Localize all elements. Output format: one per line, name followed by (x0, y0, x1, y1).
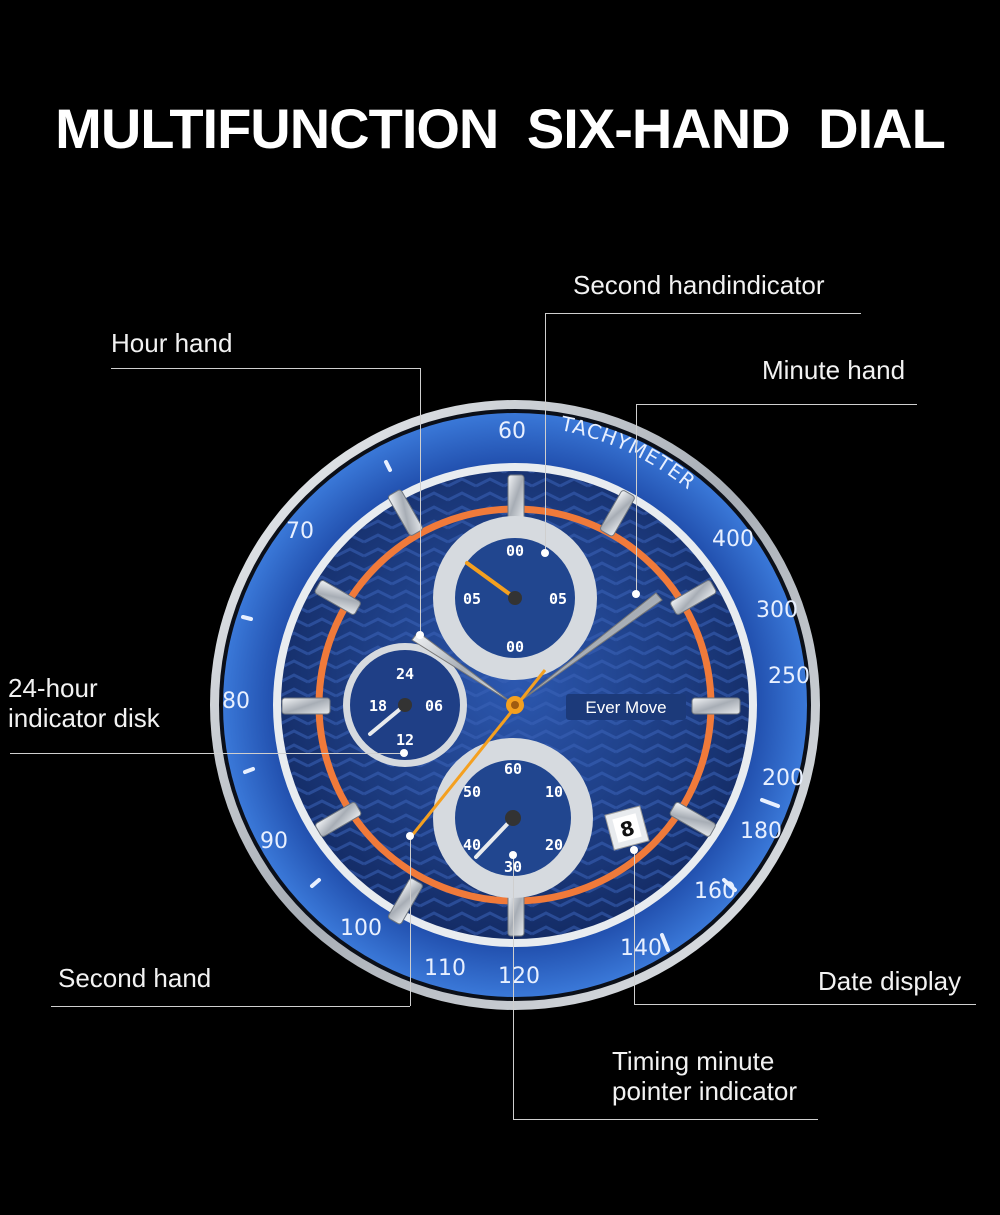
label-second-hand: Second hand (58, 963, 212, 993)
svg-text:20: 20 (545, 836, 563, 854)
hour-hand-shape (411, 631, 516, 706)
svg-text:100: 100 (340, 916, 382, 941)
svg-text:60: 60 (504, 760, 522, 778)
svg-text:110: 110 (424, 956, 466, 981)
svg-text:250: 250 (768, 664, 810, 689)
bezel-60: 60 (498, 419, 526, 444)
svg-text:24: 24 (396, 665, 414, 683)
svg-text:10: 10 (545, 783, 563, 801)
label-timing-line2: pointer indicator (612, 1076, 797, 1106)
label-24-hour-line2: indicator disk (8, 703, 160, 733)
label-hour-hand: Hour hand (111, 328, 233, 358)
svg-text:200: 200 (762, 766, 804, 791)
seconds-hand-shape (408, 669, 547, 839)
svg-text:90: 90 (260, 829, 288, 854)
svg-text:05: 05 (463, 590, 481, 608)
label-date-display: Date display (818, 966, 962, 996)
svg-text:120: 120 (498, 964, 540, 989)
svg-text:180: 180 (740, 819, 782, 844)
svg-text:140: 140 (620, 936, 662, 961)
minute-hand-shape (514, 592, 663, 706)
svg-text:50: 50 (463, 783, 481, 801)
svg-text:70: 70 (286, 519, 314, 544)
svg-text:05: 05 (549, 590, 567, 608)
brand-plate (566, 694, 686, 720)
svg-text:300: 300 (756, 598, 798, 623)
label-24-hour-line1: 24-hour (8, 673, 98, 703)
label-timing-line1: Timing minute (612, 1046, 775, 1076)
svg-text:18: 18 (369, 697, 387, 715)
svg-text:Ever Move: Ever Move (585, 698, 666, 717)
svg-text:00: 00 (506, 638, 524, 656)
date-window: 8 (604, 805, 650, 851)
svg-text:06: 06 (425, 697, 443, 715)
svg-text:8: 8 (617, 816, 637, 843)
label-second-hand-indicator: Second handindicator (573, 270, 825, 300)
page-title: MULTIFUNCTION SIX-HAND DIAL (55, 97, 946, 160)
svg-text:12: 12 (396, 731, 414, 749)
label-minute-hand: Minute hand (762, 355, 906, 385)
svg-text:80: 80 (222, 689, 250, 714)
svg-text:00: 00 (506, 542, 524, 560)
svg-text:400: 400 (712, 527, 754, 552)
svg-text:40: 40 (463, 836, 481, 854)
